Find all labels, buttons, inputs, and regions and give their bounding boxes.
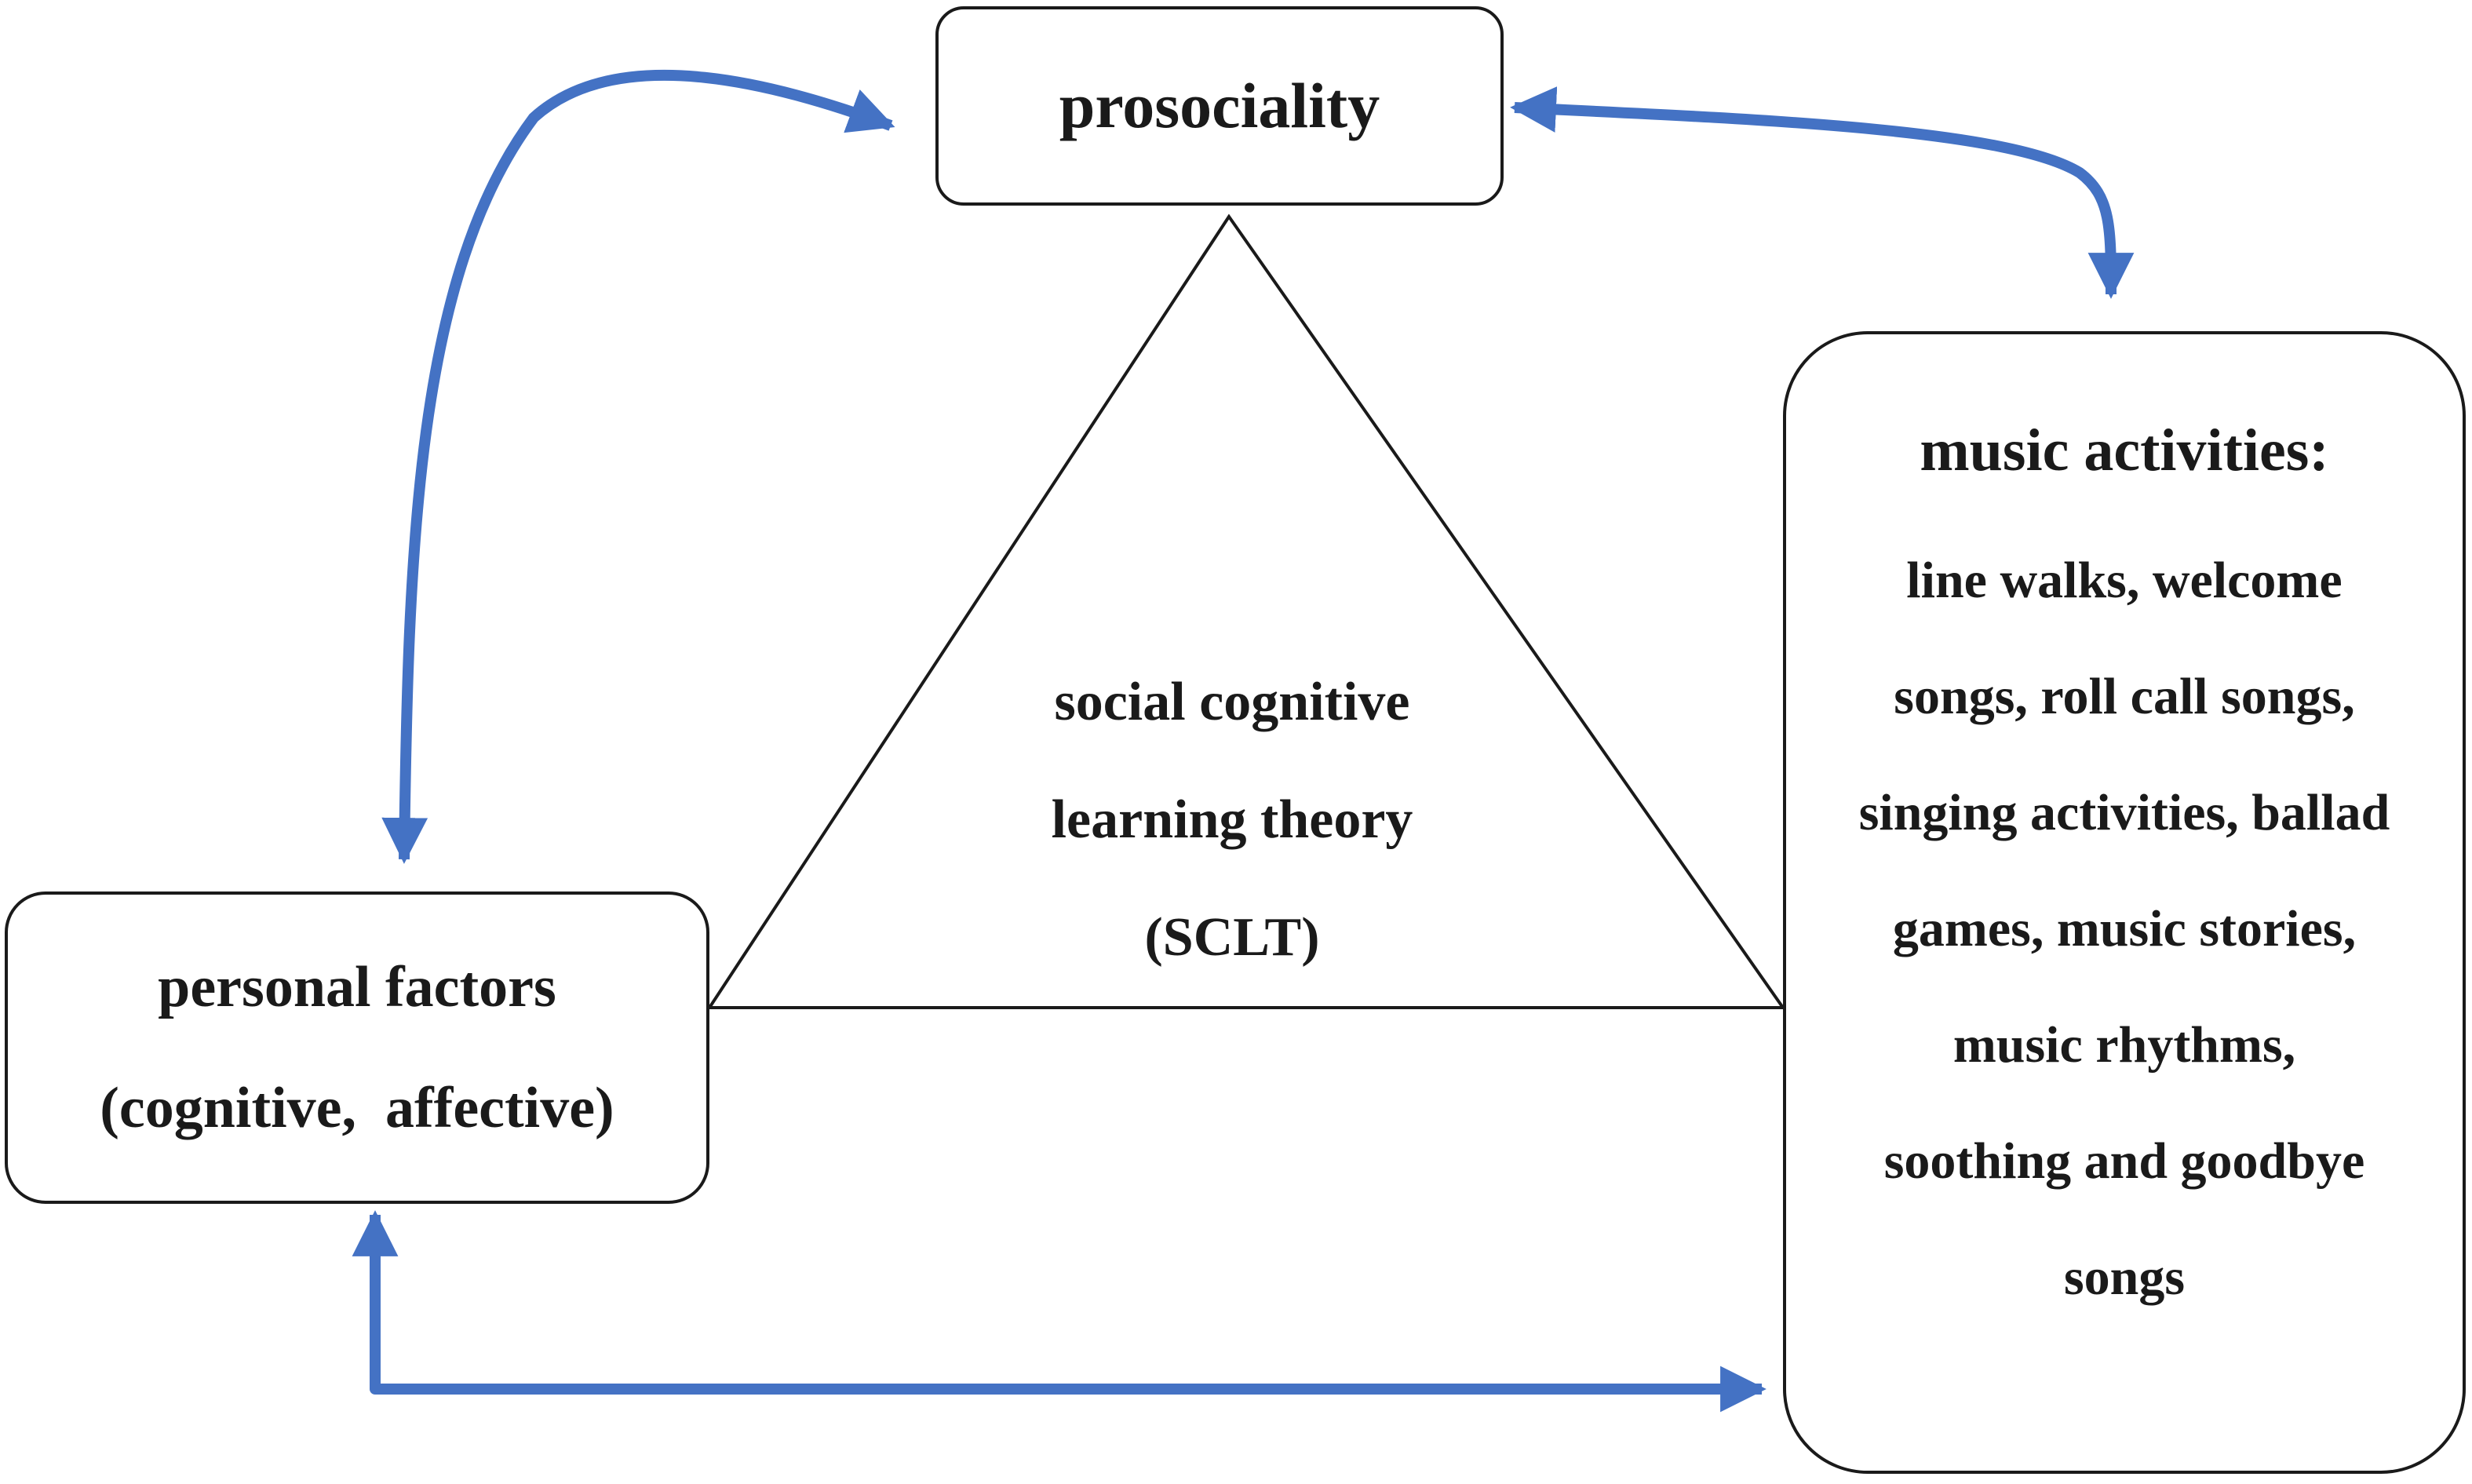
music-activities-title: music activities:	[1920, 417, 2329, 483]
music-activities-node: music activities: line walks, welcome so…	[1783, 331, 2466, 1474]
prosociality-label: prosociality	[1059, 70, 1380, 141]
arrow-personal-prosociality	[381, 69, 895, 864]
sclt-line-3: (SCLT)	[1144, 907, 1320, 968]
sclt-line-1: social cognitive	[1054, 672, 1410, 732]
personal-factors-title: personal factors	[158, 955, 556, 1019]
personal-factors-subtitle: (cognitive, affective)	[100, 1076, 614, 1140]
arrow-personal-music	[352, 1210, 1766, 1413]
sclt-line-2: learning theory	[1051, 789, 1413, 850]
arrow-prosociality-music	[1510, 86, 2135, 299]
music-activities-list: line walks, welcome songs, roll call son…	[1858, 552, 2390, 1306]
sclt-triangle	[706, 213, 1786, 1009]
personal-factors-node: personal factors (cognitive, affective)	[5, 891, 709, 1204]
sclt-label: social cognitive learning theory (SCLT)	[965, 644, 1499, 997]
prosociality-node: prosociality	[935, 6, 1504, 206]
